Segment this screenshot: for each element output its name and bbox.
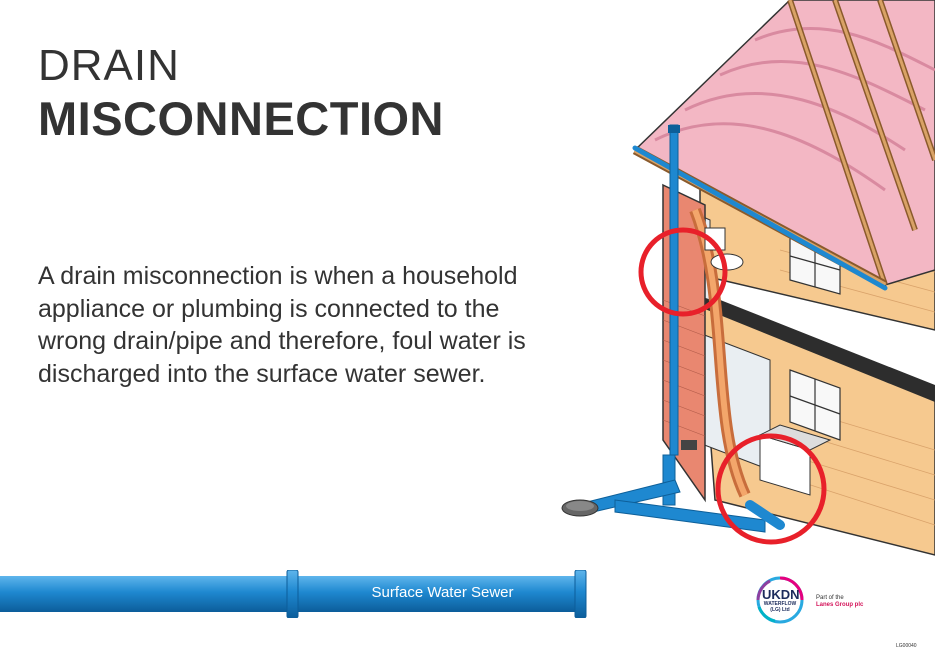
reference-code: LG00040	[896, 643, 917, 649]
part-of-group: Part of the Lanes Group plc	[816, 595, 863, 609]
sewer-label: Surface Water Sewer	[371, 584, 514, 601]
description-text: A drain misconnection is when a househol…	[38, 262, 526, 388]
title-line-2: MISCONNECTION	[38, 92, 444, 145]
surface-water-sewer-pipe	[0, 570, 587, 618]
logo-ukdn-text: UKDN	[762, 587, 800, 602]
part-of-prefix: Part of the	[816, 595, 844, 601]
house-illustration	[561, 0, 935, 556]
logo-ltd-text: (LG) Ltd	[770, 607, 790, 613]
title-line-1: DRAIN	[38, 41, 180, 90]
misconnection-callout-lower	[715, 433, 827, 545]
part-of-brand: Lanes Group plc	[816, 602, 864, 608]
misconnection-callout-upper	[638, 227, 728, 317]
logo-waterflow-text: WATERFLOW	[763, 601, 797, 607]
ukdn-logo-icon	[756, 576, 804, 624]
